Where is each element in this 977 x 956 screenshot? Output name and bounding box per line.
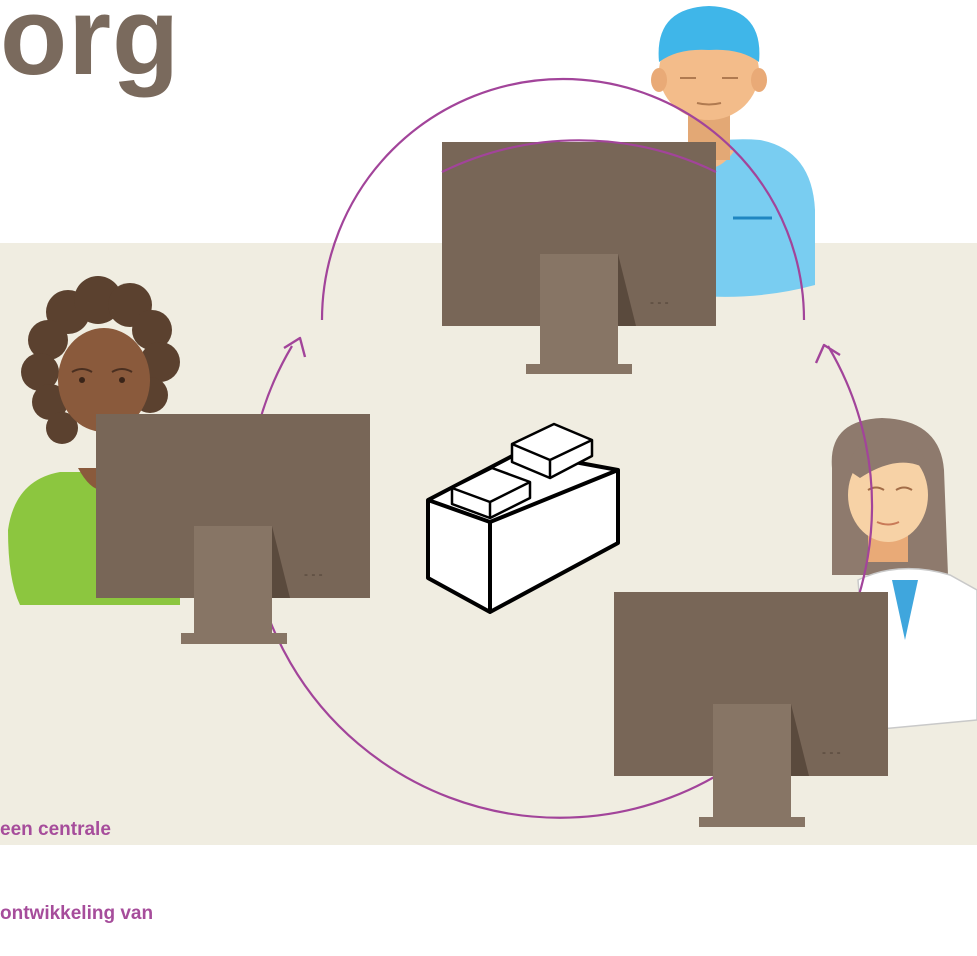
caption-line: een centrale <box>0 819 111 840</box>
caption: een centrale ontwikkeling van <box>0 760 153 956</box>
building-block-icon <box>426 422 620 614</box>
monitor-icon: - - - <box>442 142 716 374</box>
outer-arc-front <box>441 139 717 173</box>
monitor-icon: - - - <box>614 592 888 827</box>
screen-mark: - - - <box>650 295 669 309</box>
monitor-icon: - - - <box>96 414 370 644</box>
care-cycle-illustration: - - - - - - - - - <box>8 6 977 827</box>
inner-arc <box>320 77 806 321</box>
screen-mark: - - - <box>304 567 323 581</box>
arrowhead-right <box>814 343 841 364</box>
screen-mark: - - - <box>822 745 841 759</box>
caption-line: ontwikkeling van <box>0 903 154 924</box>
arrowhead-left <box>283 336 307 358</box>
page-title: org <box>0 0 181 98</box>
